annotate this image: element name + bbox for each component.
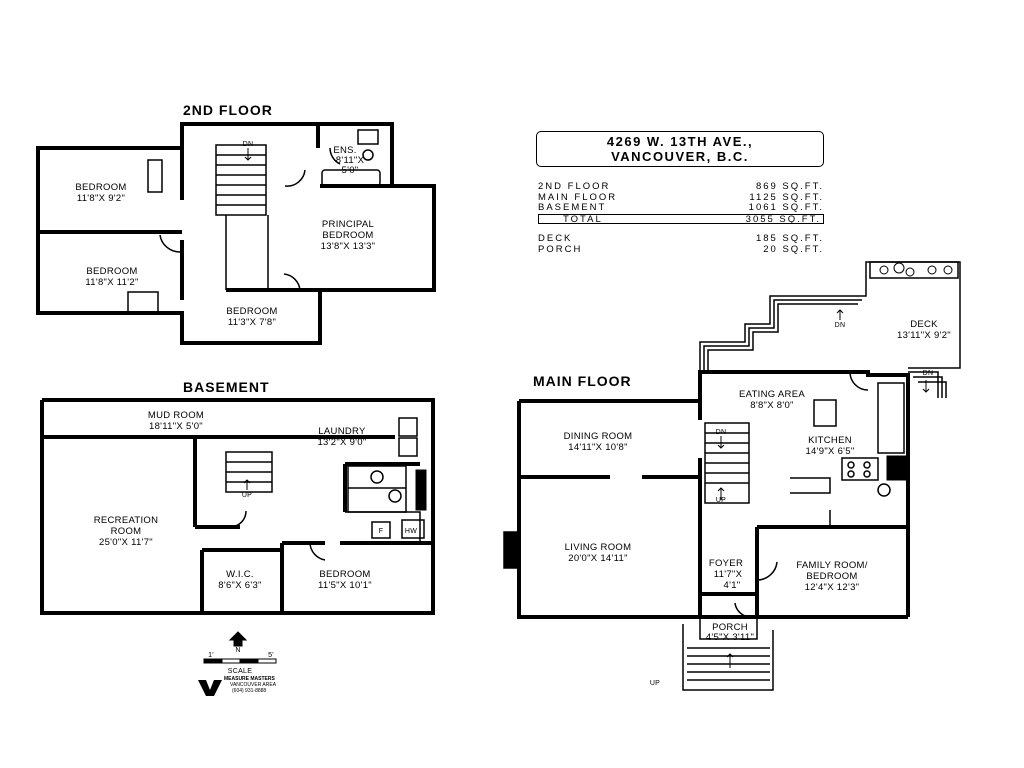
recreation-name-1: RECREATION (94, 515, 159, 526)
living-name: LIVING ROOM (565, 542, 632, 553)
north-arrow-icon (228, 631, 248, 647)
foyer-dim-1: 11'7"X (714, 569, 743, 580)
mud-room-name: MUD ROOM (148, 410, 204, 421)
second-floor-details (127, 129, 381, 313)
scale-label: SCALE (228, 668, 252, 675)
eating-dim: 8'8"X 8'0" (750, 400, 793, 411)
bedroom-3-dim: 11'3"X 7'8" (228, 317, 276, 328)
north-label: N (235, 647, 240, 654)
deck-dim: 13'11"X 9'2" (897, 330, 951, 341)
main-floor-title: MAIN FLOOR (533, 373, 632, 389)
deck-dn-label: DN (835, 322, 846, 329)
living-dim: 20'0"X 14'11" (568, 553, 628, 564)
address-line-1: 4269 W. 13TH AVE., (606, 134, 754, 149)
dining-dim: 14'11"X 10'8" (568, 442, 628, 453)
principal-name-1: PRINCIPAL (322, 219, 374, 230)
foyer-name: FOYER (709, 558, 743, 569)
bedroom-2-dim: 11'8"X 11'2" (85, 277, 138, 288)
main-dn-label: DN (716, 429, 727, 436)
family-dim: 12'4"X 12'3" (805, 582, 860, 593)
second-floor-title: 2ND FLOOR (183, 102, 273, 118)
porch-name: PORCH (712, 622, 748, 633)
scale-end: 5' (268, 652, 274, 659)
logo-sub: VANCOUVER AREA (230, 682, 277, 688)
basement-up-label: UP (242, 492, 252, 499)
address-box: 4269 W. 13TH AVE., VANCOUVER, B.C. (536, 131, 824, 167)
kitchen-name: KITCHEN (808, 435, 852, 446)
scale-start: 1' (208, 652, 214, 659)
ensuite-dim-1: 8'11"X (336, 155, 365, 166)
hw-label: HW (405, 528, 417, 535)
bedroom-1-name: BEDROOM (75, 182, 126, 193)
basement-details (225, 417, 425, 561)
wic-dim: 8'6"X 6'3" (218, 580, 261, 591)
ensuite-dim-2: 5'0" (342, 165, 359, 176)
stair-arrows (243, 148, 930, 668)
basement-walls (40, 398, 435, 615)
ensuite-name: ENS. (333, 145, 356, 156)
measure-masters-logo-icon (198, 680, 222, 696)
kitchen-dim: 14'9"X 6'5" (805, 446, 854, 457)
eating-name: EATING AREA (739, 389, 805, 400)
foyer-dim-2: 4'1" (724, 580, 741, 591)
basement-title: BASEMENT (183, 379, 270, 395)
main-floor-walls (517, 370, 910, 619)
deck-name: DECK (910, 319, 938, 330)
recreation-dim: 25'0"X 11'7" (99, 537, 153, 548)
deck-outline (699, 261, 961, 398)
principal-name-2: BEDROOM (322, 230, 373, 241)
logo-brand: MEASURE MASTERS (224, 676, 275, 682)
wic-name: W.I.C. (226, 569, 254, 580)
principal-dim: 13'8"X 13'3" (321, 241, 376, 252)
porch-stairs (682, 616, 774, 691)
logo-phone: (604) 931-8888 (232, 688, 267, 694)
furnace-label: F (379, 528, 384, 535)
basement-bedroom-name: BEDROOM (319, 569, 370, 580)
basement-bedroom-dim: 11'5"X 10'1" (318, 580, 372, 591)
company-logo: MEASURE MASTERS VANCOUVER AREA (604) 931… (196, 676, 276, 694)
main-up-label: UP (716, 497, 726, 504)
laundry-name: LAUNDRY (318, 426, 366, 437)
dining-name: DINING ROOM (564, 431, 633, 442)
main-floor-details (503, 371, 905, 618)
family-name-2: BEDROOM (806, 571, 857, 582)
bedroom-1-dim: 11'8"X 9'2" (77, 193, 125, 204)
bedroom-2-name: BEDROOM (86, 266, 137, 277)
laundry-dim: 13'2"X 9'0" (317, 437, 366, 448)
porch-up-label: UP (650, 680, 660, 687)
family-name-1: FAMILY ROOM/ (796, 560, 867, 571)
scale-bar (203, 658, 277, 664)
deck-planters (879, 262, 953, 277)
recreation-name-2: ROOM (111, 526, 142, 537)
deck-dn-label-2: DN (923, 370, 934, 377)
porch-dim: 4'5"X 3'11" (706, 632, 754, 643)
mud-room-dim: 18'11"X 5'0" (149, 421, 203, 432)
bedroom-3-name: BEDROOM (226, 306, 277, 317)
second-floor-walls (36, 122, 436, 345)
address-line-2: VANCOUVER, B.C. (611, 149, 749, 164)
second-dn-label: DN (243, 141, 254, 148)
